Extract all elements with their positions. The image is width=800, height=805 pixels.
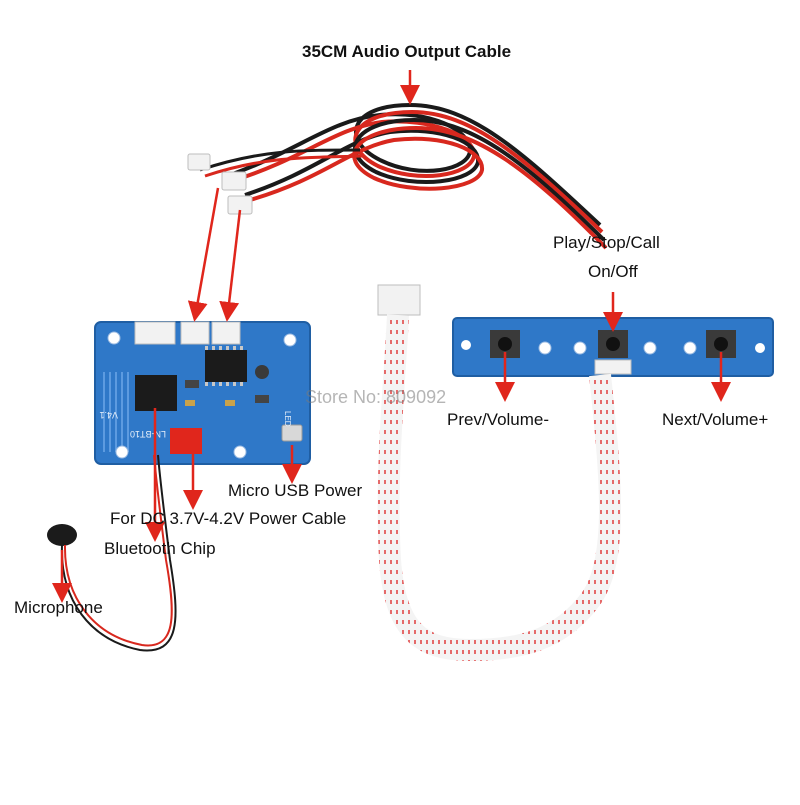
label-next-volume: Next/Volume+ xyxy=(662,410,769,429)
store-watermark: Store No: 809092 xyxy=(305,387,447,407)
board-model: LN-BT10 xyxy=(130,429,166,439)
arrow-connector-2 xyxy=(219,209,242,322)
audio-output-cable xyxy=(187,102,608,250)
microphone xyxy=(47,524,77,546)
arrow-connector-1 xyxy=(187,187,220,322)
microphone-assembly xyxy=(47,454,177,652)
cable-connector xyxy=(221,171,247,191)
label-bluetooth-chip: Bluetooth Chip xyxy=(104,539,216,558)
label-audio-output-cable: 35CM Audio Output Cable xyxy=(302,42,512,61)
dc-power-connector xyxy=(170,428,202,454)
ribbon-cable xyxy=(377,284,621,662)
bluetooth-chip xyxy=(135,375,177,411)
label-microphone: Microphone xyxy=(14,598,103,617)
label-dc-power-cable: For DC 3.7V-4.2V Power Cable xyxy=(110,509,347,528)
label-on-off: On/Off xyxy=(588,262,638,281)
micro-usb-port xyxy=(281,424,303,442)
button-board xyxy=(452,317,774,377)
board-version: V4.1 xyxy=(99,410,118,420)
annotation-arrows xyxy=(52,70,731,603)
led-mark: LED xyxy=(283,411,292,427)
label-prev-volume: Prev/Volume- xyxy=(447,410,550,429)
cable-connector xyxy=(187,153,211,171)
label-micro-usb-power: Micro USB Power xyxy=(228,481,363,500)
label-play-stop-call: Play/Stop/Call xyxy=(553,233,660,252)
bluetooth-main-board: LN-BT10 V4.1 LED xyxy=(94,321,311,465)
